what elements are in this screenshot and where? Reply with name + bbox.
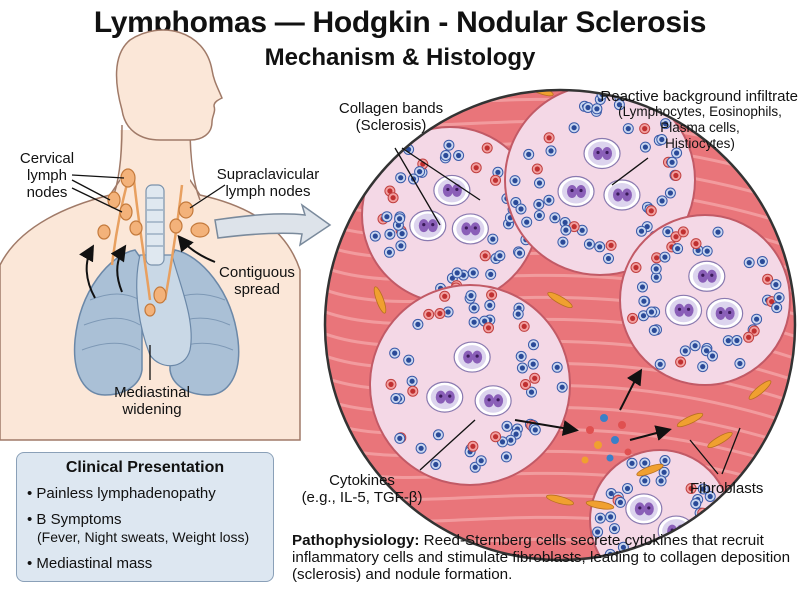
- clinical-item-text: Mediastinal mass: [36, 555, 153, 572]
- label-contiguous-spread: Contiguous spread: [219, 264, 295, 298]
- head-outline: [115, 29, 223, 141]
- cytokine-arrow-1: [514, 419, 579, 436]
- pathophysiology-heading: Pathophysiology:: [292, 532, 420, 549]
- clinical-presentation-heading: Clinical Presentation: [65, 459, 225, 476]
- reed-sternberg-cell: [409, 210, 447, 242]
- label-cytokines: Cytokines (e.g., IL-5, TGF-β): [301, 472, 423, 506]
- label-collagen-bands: Collagen bands (Sclerosis): [338, 100, 444, 134]
- mediastinum: [136, 254, 192, 367]
- reed-sternberg-cell: [453, 341, 491, 373]
- clinical-item: • Painless lymphadenopathy: [27, 485, 216, 502]
- nodule: [369, 284, 571, 486]
- human-figure: [0, 29, 301, 441]
- page-title: Lymphomas — Hodgkin - Nodular Sclerosis: [93, 6, 707, 39]
- fibroblast: [676, 412, 704, 428]
- zoom-arrow: [214, 203, 332, 247]
- clinical-item: • Mediastinal mass: [27, 555, 153, 572]
- reed-sternberg-cell: [603, 179, 641, 211]
- label-cervical-lymph-nodes: Cervical lymph nodes: [19, 150, 75, 201]
- reed-sternberg-cell: [426, 381, 464, 413]
- histology-circle-border: [323, 88, 797, 562]
- pathophysiology-body: Reed-Sternberg cells secrete cytokines t…: [292, 532, 791, 583]
- lymphocyte: [698, 515, 710, 527]
- fibroblast: [526, 90, 554, 97]
- reed-sternberg-cell: [664, 294, 703, 326]
- right-lung: [169, 249, 240, 396]
- clinical-item-detail: (Fever, Night sweats, Weight loss): [37, 529, 250, 545]
- fibroblast: [585, 500, 615, 510]
- fibroblast: [547, 291, 573, 309]
- reed-sternberg-cell: [451, 213, 489, 245]
- reed-sternberg-cell: [688, 260, 726, 292]
- spread-arrow-right: [177, 234, 216, 263]
- eosinophil: [713, 520, 725, 532]
- spread-arrow-left: [79, 244, 96, 299]
- page-subtitle: Mechanism & Histology: [264, 44, 536, 71]
- reed-sternberg-cell: [625, 493, 663, 525]
- label-supraclavicular-lymph-nodes: Supraclavicular lymph nodes: [216, 166, 320, 200]
- clinical-item-text: Painless lymphadenopathy: [36, 485, 216, 502]
- trachea: [145, 184, 165, 266]
- cytokine-particles: [581, 414, 632, 464]
- cytokine-arrow-2: [619, 368, 643, 411]
- label-reactive-infiltrate: Reactive background infiltrate: [600, 88, 798, 105]
- left-lung: [73, 249, 143, 396]
- fibroblast: [636, 463, 664, 477]
- reed-sternberg-cell: [433, 174, 471, 207]
- reed-sternberg-cell: [706, 297, 744, 330]
- clinical-item-text: B Symptoms: [36, 511, 122, 528]
- reed-sternberg-cell: [583, 137, 621, 170]
- neck: [120, 130, 190, 200]
- clinical-item: • B Symptoms: [27, 511, 122, 528]
- fibroblast: [373, 286, 387, 314]
- label-mediastinal-widening: Mediastinal widening: [114, 384, 190, 418]
- pathophysiology-text: Pathophysiology: Reed-Sternberg cells se…: [292, 532, 792, 583]
- reed-sternberg-cell: [474, 385, 512, 417]
- fibroblast: [707, 431, 733, 449]
- fibroblast: [748, 380, 772, 400]
- fibroblast: [546, 494, 574, 506]
- clinical-presentation-box: Clinical Presentation • Painless lymphad…: [16, 452, 274, 582]
- label-reactive-cells: (Lymphocytes, Eosinophils, Plasma cells,…: [618, 104, 782, 151]
- cytokine-arrow-3: [629, 425, 672, 441]
- lymph-nodes: [97, 168, 210, 317]
- lymphocyte: [699, 515, 710, 527]
- reed-sternberg-cell: [557, 175, 595, 208]
- spread-arrow-mid: [110, 244, 127, 293]
- nodule: [619, 214, 791, 386]
- nodule: [361, 126, 539, 304]
- label-fibroblasts: Fibroblasts: [690, 480, 764, 497]
